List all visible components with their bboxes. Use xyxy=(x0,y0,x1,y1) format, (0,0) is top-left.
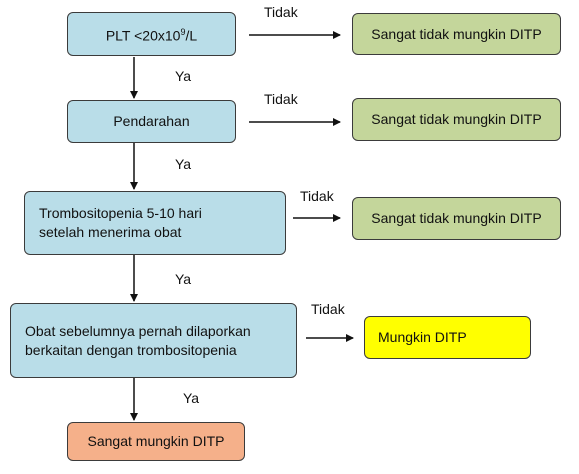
label-tidak-1: Tidak xyxy=(264,4,298,20)
node-plt-label: PLT <20x109/L xyxy=(105,26,198,44)
node-tidak-mungkin-1-label: Sangat tidak mungkin DITP xyxy=(371,25,542,42)
node-plt: PLT <20x109/L xyxy=(67,12,236,56)
node-obat-line-2: berkaitan dengan trombositopenia xyxy=(25,341,237,358)
label-ya-2: Ya xyxy=(175,156,192,172)
node-tidak-mungkin-3-label: Sangat tidak mungkin DITP xyxy=(371,210,542,226)
node-tidak-mungkin-2-label: Sangat tidak mungkin DITP xyxy=(371,111,542,127)
node-pendarahan: Pendarahan xyxy=(67,100,236,143)
label-ya-1: Ya xyxy=(175,68,192,84)
node-pendarahan-label: Pendarahan xyxy=(113,113,190,129)
node-sangat-mungkin-label: Sangat mungkin DITP xyxy=(87,433,225,449)
node-trombositopenia: Trombositopenia 5-10 hari setelah meneri… xyxy=(24,191,286,255)
node-sangat-mungkin: Sangat mungkin DITP xyxy=(67,422,245,461)
node-mungkin-label: Mungkin DITP xyxy=(378,329,467,345)
label-tidak-4: Tidak xyxy=(311,301,345,317)
node-tidak-mungkin-1: Sangat tidak mungkin DITP xyxy=(352,13,561,55)
label-ya-4: Ya xyxy=(183,390,200,406)
node-tidak-mungkin-3: Sangat tidak mungkin DITP xyxy=(352,197,561,240)
node-mungkin: Mungkin DITP xyxy=(364,316,531,359)
label-tidak-2: Tidak xyxy=(264,91,298,107)
label-tidak-3: Tidak xyxy=(300,188,334,204)
node-tidak-mungkin-2: Sangat tidak mungkin DITP xyxy=(352,98,561,141)
node-obat: Obat sebelumnya pernah dilaporkan berkai… xyxy=(10,303,297,378)
node-trombositopenia-line-1: Trombositopenia 5-10 hari xyxy=(39,205,202,221)
node-trombositopenia-line-2: setelah menerima obat xyxy=(39,224,182,240)
node-obat-line-1: Obat sebelumnya pernah dilaporkan xyxy=(25,322,251,339)
label-ya-3: Ya xyxy=(175,271,192,287)
